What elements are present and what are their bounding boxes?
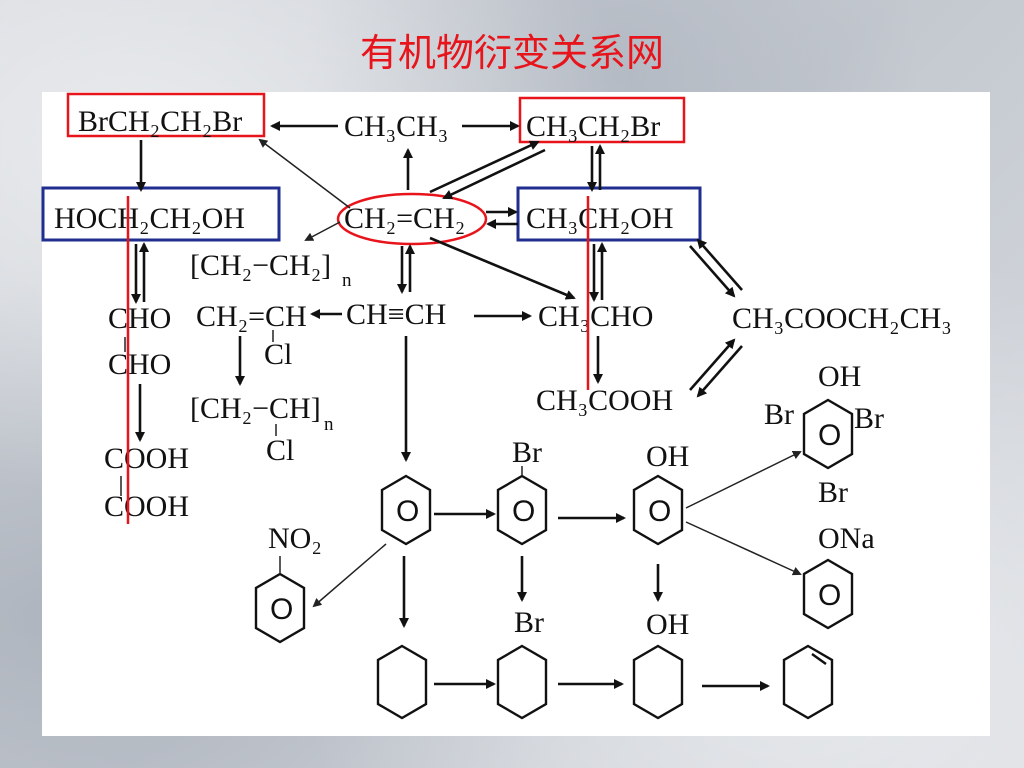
bromobenzene-ring-icon: O (496, 474, 548, 546)
tribromophenol-br-bottom-label: Br (818, 476, 848, 509)
cyclohexanol-oh-label: OH (646, 608, 689, 641)
bromocyclohexane-br-label: Br (514, 606, 544, 639)
ethylene-to-dibromoethane-arrow (258, 138, 351, 209)
svg-text:O: O (396, 495, 419, 528)
nitrobenzene-ring-icon: O (254, 572, 306, 644)
ethylene-to-bromoethane-arrow (429, 140, 540, 194)
ethanol-highlight-box (516, 186, 702, 242)
tribromophenol-oh-label: OH (818, 360, 861, 393)
bromoethane-to-ethylene-arrow (442, 148, 546, 200)
sodium-phenoxide-ring-icon: O (802, 558, 854, 630)
cyclohexene-ring-icon (782, 644, 834, 720)
ethyl-acetate-label: CH₃COOCH₂CH₃ (732, 302, 952, 335)
phenol-ring-icon: O (632, 474, 684, 546)
benzene-ring-icon: O (380, 474, 432, 546)
glyoxal-cho-bottom-label: CHO (108, 348, 171, 381)
diagram-panel (42, 92, 990, 736)
slide-title: 有机物衍变关系网 (359, 31, 664, 75)
bromocyclohexane-ring-icon (496, 644, 548, 720)
bromoethane-highlight-box (518, 96, 686, 144)
svg-text:O: O (512, 495, 535, 528)
vinyl-chloride-cl-label: Cl (264, 338, 292, 371)
ethanol-label: CH₃CH₂OH (526, 202, 674, 235)
bromobenzene-br-label: Br (512, 436, 542, 469)
dibromoethane-label: BrCH₂CH₂Br (78, 105, 242, 138)
polyethylene-n-label: n (342, 270, 352, 291)
acetylene-label: CH≡CH (346, 298, 446, 331)
tribromophenol-ring-icon: O (802, 398, 854, 470)
glycol-highlight-box (41, 186, 281, 242)
acetaldehyde-label: CH₃CHO (538, 300, 653, 333)
pvc-n-label: n (324, 414, 334, 435)
dibromoethane-highlight-box (66, 92, 266, 138)
phenol-oh-label: OH (646, 440, 689, 473)
glyoxal-cho-top-label: CHO (108, 302, 171, 335)
cyclohexanol-ring-icon (632, 644, 684, 720)
svg-text:O: O (270, 593, 293, 626)
oxalic-cooh-top-label: COOH (104, 442, 189, 475)
sodium-phenoxide-ona-label: ONa (818, 522, 875, 555)
polyethylene-label: [CH₂−CH₂] (190, 249, 331, 282)
ethane-label: CH₃CH₃ (344, 110, 448, 143)
bromoethane-label: CH₃CH₂Br (526, 110, 660, 143)
pvc-label: [CH₂−CH] (190, 392, 321, 425)
svg-text:O: O (818, 419, 841, 452)
svg-text:O: O (648, 495, 671, 528)
vinyl-chloride-label: CH₂=CH (196, 300, 307, 333)
cyclohexane-ring-icon (376, 644, 428, 720)
oxalic-cooh-bottom-label: COOH (104, 490, 189, 523)
acetic-acid-label: CH₃COOH (536, 384, 673, 417)
ethylene-label: CH₂=CH₂ (344, 202, 465, 235)
svg-text:O: O (818, 579, 841, 612)
tribromophenol-br-left-label: Br (764, 398, 794, 431)
pvc-cl-label: Cl (266, 434, 294, 467)
nitrobenzene-no2-label: NO₂ (268, 522, 322, 555)
glycol-label: HOCH₂CH₂OH (54, 202, 245, 235)
tribromophenol-br-right-label: Br (854, 402, 884, 435)
